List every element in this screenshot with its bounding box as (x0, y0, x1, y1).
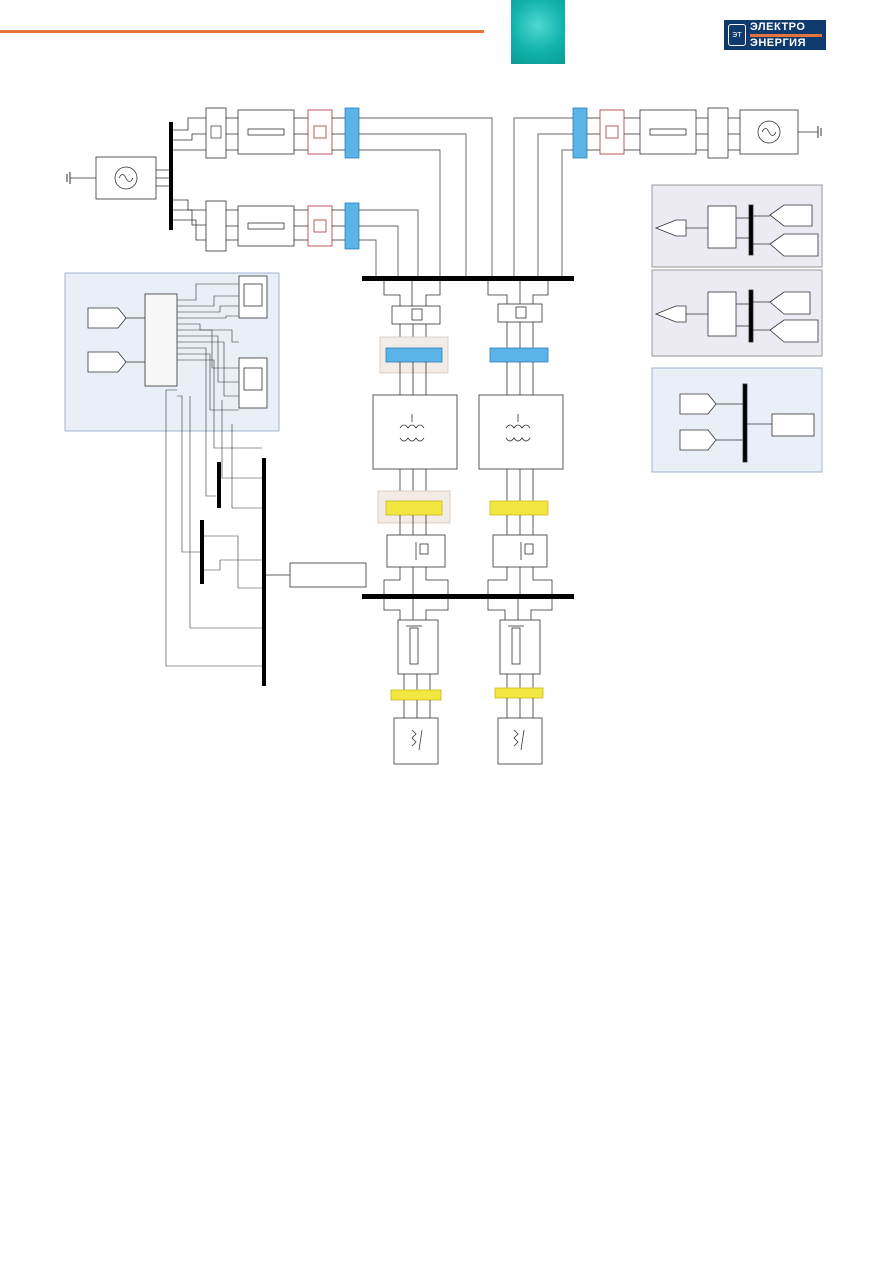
scope-icon (243, 283, 263, 307)
load-branch-right (487, 599, 553, 765)
transformer-branch-right (478, 281, 564, 594)
scope-panel-wires (165, 283, 262, 667)
display-block (289, 562, 367, 588)
feeder-upper-right (572, 107, 822, 159)
right-panel-1-contents (654, 204, 819, 257)
logo: ЭТ ЭЛЕКТРО ЭНЕРГИЯ (724, 20, 826, 50)
header-accent-line (0, 30, 484, 33)
logo-stripe (750, 33, 822, 37)
scope-panel-contents (87, 275, 268, 409)
main-bus-lower (362, 594, 574, 599)
main-bus-upper (362, 276, 574, 281)
motor-load-icon (411, 729, 423, 751)
feeder-upper-left (205, 107, 360, 159)
left-source-bus (169, 122, 173, 230)
breaker-icon (210, 125, 222, 139)
logo-line2: ЭНЕРГИЯ (750, 36, 806, 49)
left-ac-source (66, 156, 171, 200)
feeder-lower-left (205, 200, 360, 252)
right-panel-2-contents (654, 289, 819, 343)
transformer-branch-left (372, 281, 458, 594)
mux-bar-2 (200, 520, 204, 584)
logo-mark-icon: ЭТ (728, 24, 746, 46)
logo-line1: ЭЛЕКТРО (750, 20, 806, 33)
upper-feeder-wires (359, 117, 573, 278)
header-teal-block (511, 0, 565, 64)
mux-bar-1 (217, 462, 221, 508)
ac-source-icon (114, 166, 138, 190)
mux-bar-main (262, 458, 266, 686)
load-branch-left (383, 599, 449, 765)
right-panel-3-contents (679, 383, 815, 463)
